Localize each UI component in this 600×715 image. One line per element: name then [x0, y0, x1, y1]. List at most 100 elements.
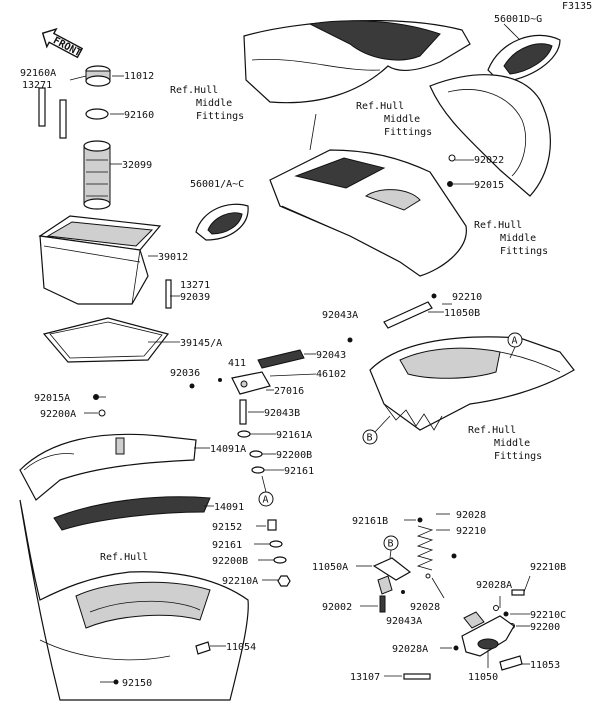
bolt-92043a-top [347, 337, 353, 343]
bolt-13107 [403, 673, 431, 680]
label-92160a: 92160A [20, 68, 56, 79]
deck-strip-14091 [53, 496, 211, 531]
bolt-92036 [189, 383, 195, 389]
label-92152: 92152 [212, 522, 242, 533]
label-14091a: 14091A [210, 444, 246, 455]
front-label: FRONT [51, 35, 83, 59]
label-13271-a: 13271 [22, 80, 52, 91]
collar-92152 [267, 519, 277, 531]
mirror-56001a-c [195, 203, 249, 241]
label-27016: 27016 [274, 386, 304, 397]
label-11054: 11054 [226, 642, 256, 653]
label-92200: 92200 [530, 622, 560, 633]
label-46102: 46102 [316, 369, 346, 380]
label-92161-a: 92161 [284, 466, 314, 477]
ref-b-line1: Ref.Hull [356, 101, 404, 112]
label-92210b: 92210B [530, 562, 566, 573]
ref-c-line3: Fittings [500, 246, 548, 257]
ref-a-line3: Fittings [196, 111, 244, 122]
label-92028-a: 92028 [456, 510, 486, 521]
rubber-strip-13271-b [59, 99, 67, 139]
label-92200b-b: 92200B [212, 556, 248, 567]
ref-b-line2: Middle [384, 114, 420, 125]
hull-front-body [19, 499, 249, 701]
callout-b-upper: B [362, 429, 378, 445]
label-92028-b: 92028 [410, 602, 440, 613]
callout-b-lower-text: B [388, 539, 394, 550]
label-92036: 92036 [170, 368, 200, 379]
bracket-11050 [461, 611, 515, 657]
ref-d-line1: Ref.Hull [468, 425, 516, 436]
ref-a-line2: Middle [196, 98, 232, 109]
bolt-92015 [447, 181, 453, 187]
washer-92028-b [425, 573, 431, 579]
ref-b-line3: Fittings [384, 127, 432, 138]
nut-92210a [277, 575, 291, 587]
label-92210-mid: 92210 [456, 526, 486, 537]
ref-d-line3: Fittings [494, 451, 542, 462]
lever-11050a [372, 557, 412, 595]
bolt-92028a-b [453, 645, 459, 651]
label-92039: 92039 [180, 292, 210, 303]
cap-11012 [85, 65, 111, 87]
bolt-92161b [417, 517, 423, 523]
deck-strip-14091a [19, 433, 197, 501]
label-56001d-g: 56001D~G [494, 14, 542, 25]
label-92015: 92015 [474, 180, 504, 191]
label-11050a: 11050A [312, 562, 348, 573]
bolt-92150 [113, 679, 119, 685]
bolt-92210c [503, 611, 509, 617]
label-92043a-top: 92043A [322, 310, 358, 321]
label-92002: 92002 [322, 602, 352, 613]
bolt-92002 [379, 595, 386, 613]
ref-hull: Ref.Hull [100, 552, 148, 563]
o-ring-92160 [85, 108, 109, 120]
label-13107: 13107 [350, 672, 380, 683]
label-13271-b: 13271 [180, 280, 210, 291]
label-92210c: 92210C [530, 610, 566, 621]
callout-b-upper-text: B [367, 433, 373, 444]
side-panel-right [429, 74, 551, 197]
label-92015a: 92015A [34, 393, 70, 404]
label-92161a: 92161A [276, 430, 312, 441]
label-11053: 11053 [530, 660, 560, 671]
plate-11054 [195, 641, 211, 655]
label-92161b: 92161B [352, 516, 388, 527]
throttle-lever-46102 [257, 349, 305, 369]
ref-c-line2: Middle [500, 233, 536, 244]
bolt-92043b [239, 399, 247, 425]
console-center [269, 149, 467, 277]
bracket-27016 [231, 371, 271, 395]
label-14091: 14091 [214, 502, 244, 513]
washer-92161-b [269, 540, 283, 548]
gasket-39145a [42, 317, 170, 363]
ref-c-line1: Ref.Hull [474, 220, 522, 231]
label-39145a: 39145/A [180, 338, 222, 349]
callout-b-lower: B [383, 535, 399, 551]
washer-92200a [98, 409, 106, 417]
label-92043a-bot: 92043A [386, 616, 422, 627]
label-92200a: 92200A [40, 409, 76, 420]
mirror-56001d-g [487, 34, 561, 83]
drain-tube-32099 [83, 140, 111, 210]
figure-code: F3135 [562, 1, 592, 12]
label-92028a-a: 92028A [476, 580, 512, 591]
spring-92210 [416, 525, 434, 571]
part-labels: 92160A 13271 11012 92160 32099 39012 132… [20, 14, 566, 689]
bolt-92210-top [431, 293, 437, 299]
callout-a-lower: A [258, 491, 274, 507]
label-92210-top: 92210 [452, 292, 482, 303]
label-92043b: 92043B [264, 408, 300, 419]
washer-92200b [249, 450, 263, 458]
callout-a-upper-text: A [512, 336, 518, 347]
bolt-92210b [511, 589, 525, 596]
pin-92039 [165, 279, 172, 309]
label-92210a: 92210A [222, 576, 258, 587]
front-direction-arrow: FRONT [41, 27, 84, 59]
label-11050: 11050 [468, 672, 498, 683]
label-32099: 32099 [122, 160, 152, 171]
leader-lines [69, 23, 531, 683]
washer-92028 [451, 553, 457, 559]
label-11050b: 11050B [444, 308, 480, 319]
